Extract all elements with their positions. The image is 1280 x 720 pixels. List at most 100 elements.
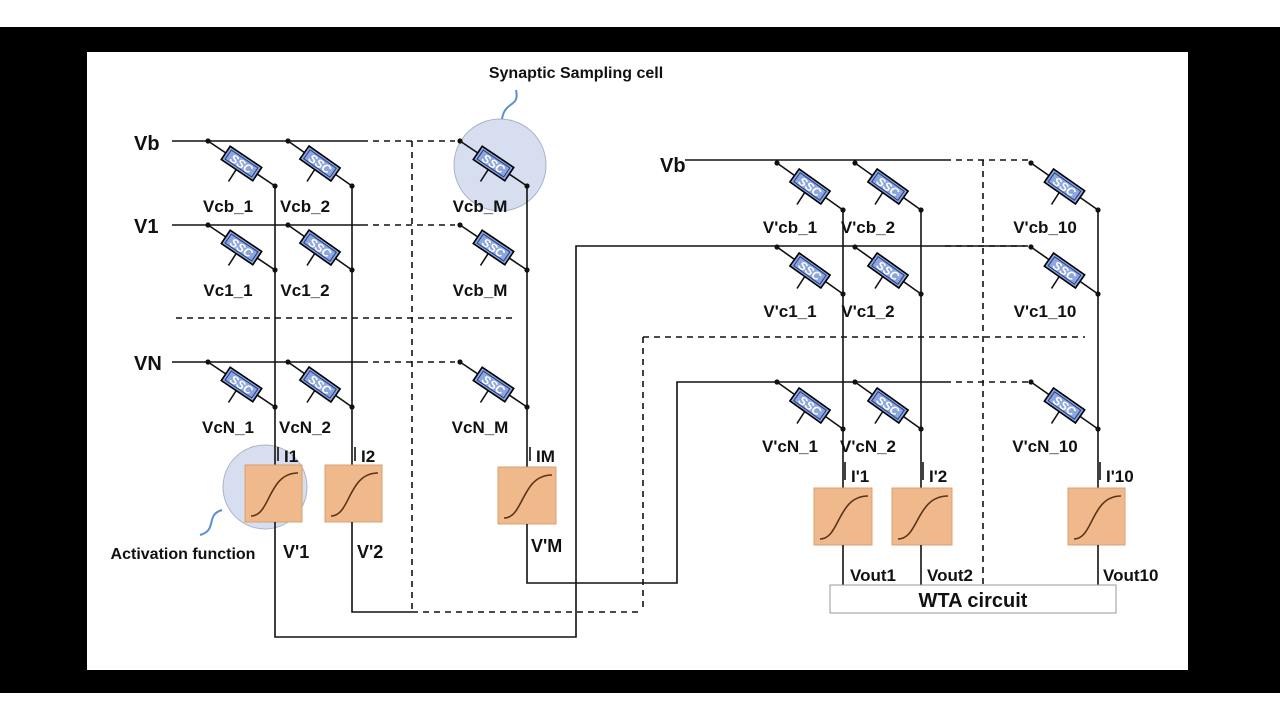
cell-voltage-label: Vcb_M xyxy=(453,197,508,216)
cell-voltage-label: Vcb_1 xyxy=(203,197,253,216)
ssc-box xyxy=(472,229,515,266)
current-label: IM xyxy=(536,447,555,466)
activation-function-callout: Activation function xyxy=(111,546,256,563)
ssc-box xyxy=(220,366,263,403)
cell-voltage-label: Vcb_M xyxy=(453,281,508,300)
cell-voltage-label: V'c1_1 xyxy=(763,302,816,321)
cell-voltage-label: V'cb_1 xyxy=(763,218,817,237)
ssc-cell: SSC xyxy=(866,251,910,290)
node-dot xyxy=(1028,160,1034,166)
ssc-box xyxy=(298,228,342,267)
ssc-cell: SSC xyxy=(1043,386,1086,425)
output-label: V'M xyxy=(531,536,562,556)
ssc-box xyxy=(298,144,342,183)
ssc-inner xyxy=(871,172,905,201)
activation-function-block xyxy=(891,487,953,546)
ssc-box xyxy=(298,365,342,404)
ssc-box xyxy=(1043,251,1086,290)
wta-circuit-label: WTA circuit xyxy=(919,590,1028,612)
node-dot xyxy=(205,138,211,144)
node-dot xyxy=(457,138,463,144)
ssc-inner xyxy=(793,172,827,201)
current-label: I'10 xyxy=(1106,467,1134,486)
cell-voltage-label: V'c1_10 xyxy=(1014,302,1077,321)
ssc-inner xyxy=(224,233,259,262)
ssc-inner xyxy=(1047,391,1082,420)
wire xyxy=(274,245,1025,638)
wire xyxy=(526,381,945,584)
ssc-inner xyxy=(1047,172,1082,201)
diagram-panel xyxy=(87,52,1188,670)
cell-voltage-label: V'cN_10 xyxy=(1012,437,1077,456)
cell-voltage-label: VcN_1 xyxy=(202,418,254,437)
row-label: Vb xyxy=(134,133,160,155)
output-label: Vout2 xyxy=(927,566,973,585)
node-dot xyxy=(852,160,858,166)
sigmoid-curve-icon xyxy=(250,472,299,517)
output-label: V'1 xyxy=(283,542,309,562)
ssc-box xyxy=(1043,167,1086,206)
cell-voltage-label: V'cN_2 xyxy=(840,437,896,456)
row-label: Vb xyxy=(660,155,686,177)
ssc-cell: SSC xyxy=(220,229,263,266)
ssc-box xyxy=(866,251,910,290)
current-label: I2 xyxy=(361,447,375,466)
ssc-box xyxy=(220,229,263,266)
node-dot xyxy=(774,244,780,250)
node-dot xyxy=(1028,244,1034,250)
ssc-box xyxy=(866,167,910,206)
output-label: Vout1 xyxy=(850,566,896,585)
activation-function-block xyxy=(813,487,873,546)
row-label: VN xyxy=(134,353,162,375)
ssc-box xyxy=(788,386,832,425)
ssc-cell: SSC xyxy=(298,228,342,267)
callout-arrow-icon xyxy=(501,89,518,120)
ssc-box xyxy=(1043,386,1086,425)
node-dot xyxy=(524,183,530,189)
cell-voltage-label: Vc1_1 xyxy=(203,281,252,300)
ssc-cell: SSC xyxy=(1043,251,1086,290)
ssc-inner xyxy=(871,391,905,420)
ssc-cell: SSC xyxy=(1043,167,1086,206)
node-dot xyxy=(285,138,291,144)
cell-voltage-label: V'cN_1 xyxy=(762,437,818,456)
ssc-cell: SSC xyxy=(472,229,515,266)
ssc-box xyxy=(472,366,515,403)
ssc-inner xyxy=(476,149,511,178)
ssc-cell: SSC xyxy=(866,167,910,206)
node-dot xyxy=(774,160,780,166)
activation-function-block xyxy=(1067,487,1126,546)
ssc-box xyxy=(788,167,832,206)
ssc-inner xyxy=(1047,256,1082,285)
sigmoid-curve-icon xyxy=(1073,495,1122,540)
output-label: Vout10 xyxy=(1103,566,1158,585)
output-label: V'2 xyxy=(357,542,383,562)
ssc-inner xyxy=(303,233,337,262)
ssc-cell: SSC xyxy=(298,144,342,183)
activation-function-block xyxy=(244,464,303,523)
ssc-cell: SSC xyxy=(472,366,515,403)
ssc-cell: SSC xyxy=(866,386,910,425)
node-dot xyxy=(774,379,780,385)
node-dot xyxy=(205,222,211,228)
ssc-box xyxy=(472,145,515,182)
ssc-cell: SSC xyxy=(788,251,832,290)
sigmoid-curve-icon xyxy=(819,495,869,540)
current-label: I'1 xyxy=(851,467,869,486)
node-dot xyxy=(1028,379,1034,385)
cell-voltage-label: Vcb_2 xyxy=(280,197,330,216)
ssc-cell: SSC xyxy=(788,386,832,425)
ssc-inner xyxy=(793,256,827,285)
ssc-inner xyxy=(871,256,905,285)
ssc-inner xyxy=(224,370,259,399)
activation-function-block xyxy=(324,464,383,523)
ssc-cell: SSC xyxy=(220,145,263,182)
ssc-box xyxy=(220,145,263,182)
node-dot xyxy=(852,379,858,385)
ssc-box xyxy=(866,386,910,425)
ssc-inner xyxy=(303,149,337,178)
ssc-cell: SSC xyxy=(298,365,342,404)
sigmoid-curve-icon xyxy=(897,495,949,540)
node-dot xyxy=(457,222,463,228)
